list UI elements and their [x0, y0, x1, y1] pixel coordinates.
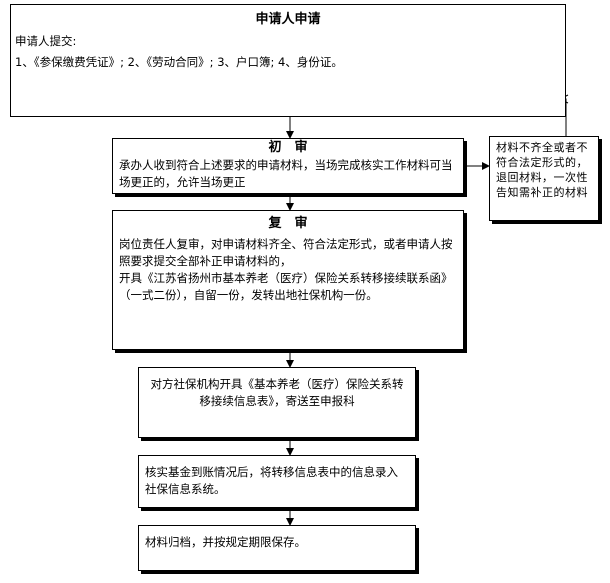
step-archive-box: 材料归档，并按规定期限保存。 — [138, 525, 416, 571]
step-archive-text: 材料归档，并按规定期限保存。 — [145, 535, 306, 549]
step-re-review-title: 复 审 — [268, 216, 308, 231]
step-issue-box: 对方社保机构开具《基本养老（医疗）保险关系转移接续信息表》，寄送至申报科 — [138, 367, 416, 438]
step-issue-text: 对方社保机构开具《基本养老（医疗）保险关系转移接续信息表》，寄送至申报科 — [150, 377, 404, 408]
step-initial-review-text: 承办人收到符合上述要求的申请材料，当场完成核实工作材料可当场更正的，允许当场更正 — [119, 158, 453, 189]
step-initial-review-title: 初 审 — [268, 140, 308, 155]
side-note-box: 材料不齐全或者不符合法定形式的，退回材料，一次性告知需补正的材料 — [489, 136, 599, 221]
step-re-review-box: 复 审 岗位责任人复审，对申请材料齐全、符合法定形式，或者申请人按照要求提交全部… — [112, 210, 464, 350]
step-apply-line2: 1、《参保缴费凭证》; 2、《劳动合同》; 3、户口簿; 4、身份证。 — [15, 55, 343, 69]
step-verify-text: 核实基金到账情况后，将转移信息表中的信息录入社保信息系统。 — [145, 465, 398, 496]
step-apply-title: 申请人申请 — [255, 12, 321, 27]
step-initial-review-box: 初 审 承办人收到符合上述要求的申请材料，当场完成核实工作材料可当场更正的，允许… — [112, 138, 464, 194]
step-re-review-text2: 开具《江苏省扬州市基本养老（医疗）保险关系转移接续联系函》（一式二份），自留一份… — [119, 271, 453, 302]
step-apply-line1: 申请人提交: — [15, 34, 77, 48]
side-note-text: 材料不齐全或者不符合法定形式的，退回材料，一次性告知需补正的材料 — [496, 141, 588, 199]
step-re-review-text1: 岗位责任人复审，对申请材料齐全、符合法定形式，或者申请人按照要求提交全部补正申请… — [119, 237, 453, 268]
step-verify-box: 核实基金到账情况后，将转移信息表中的信息录入社保信息系统。 — [138, 455, 416, 508]
step-apply-box: 申请人申请 申请人提交: 1、《参保缴费凭证》; 2、《劳动合同》; 3、户口簿… — [10, 4, 566, 117]
